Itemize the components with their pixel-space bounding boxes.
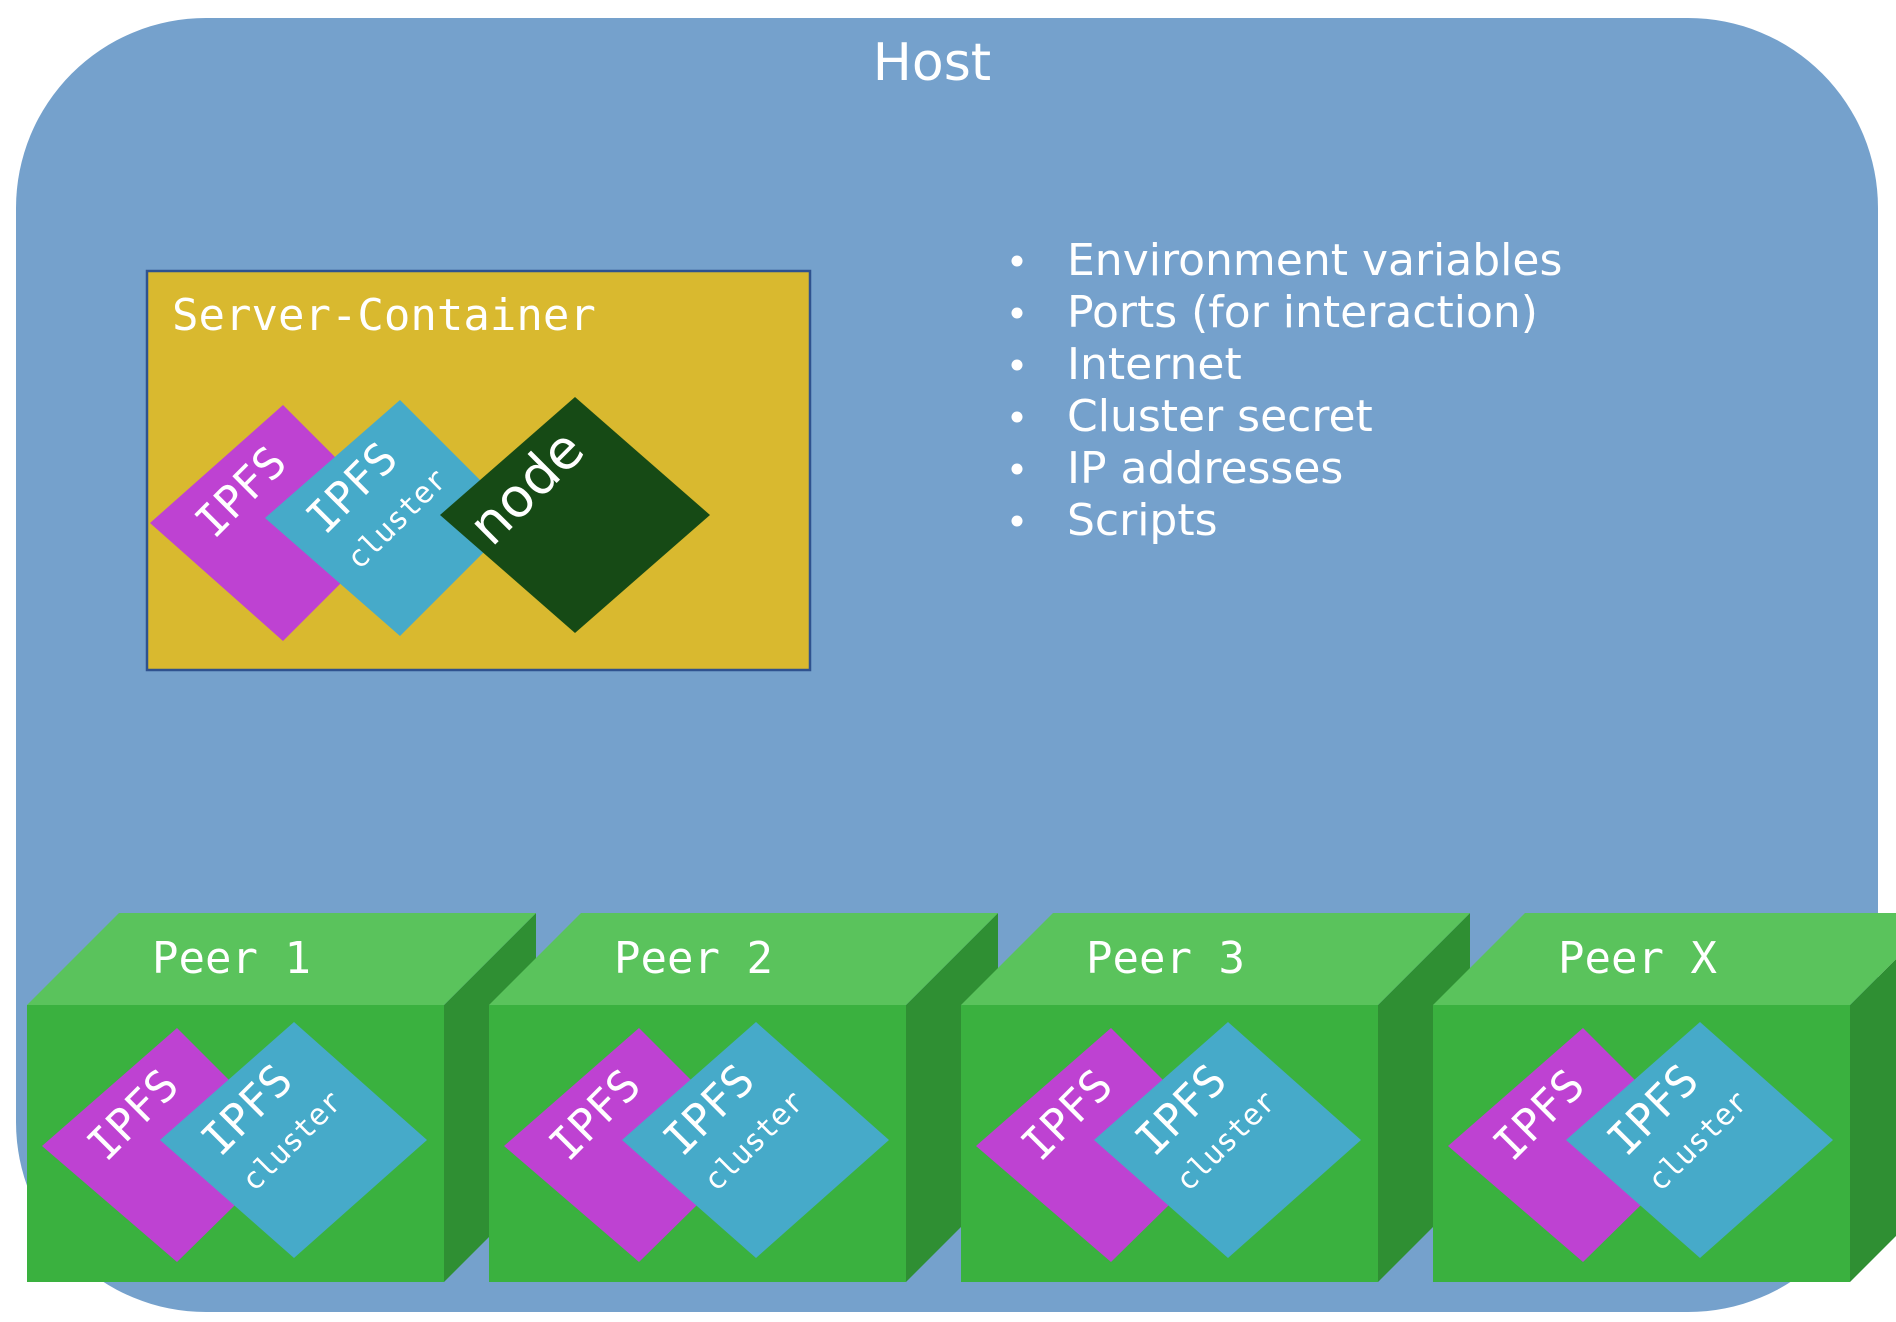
server-container: Server-Container IPFS IPFS cluster node (145, 269, 812, 672)
bullet-dot-icon (1011, 307, 1023, 319)
requirement-item: Scripts (1067, 495, 1218, 546)
bullet-dot-icon (1011, 359, 1023, 371)
requirement-item: Cluster secret (1067, 391, 1373, 442)
bullet-dot-icon (1011, 255, 1023, 267)
peer-cluster-diamond (1094, 1022, 1361, 1258)
peer-top-face (489, 913, 998, 1005)
peer-title: Peer 1 (152, 933, 311, 984)
requirement-item: IP addresses (1067, 443, 1343, 494)
peer-top-face (1433, 913, 1896, 1005)
peer-title: Peer 3 (1086, 933, 1245, 984)
peer-top-face (961, 913, 1470, 1005)
peer-title: Peer 2 (614, 933, 773, 984)
server-cluster-diamond (265, 400, 518, 636)
host-title: Host (873, 33, 991, 93)
server-node-diamond (440, 397, 710, 633)
peer-top-face (27, 913, 536, 1005)
requirement-item: Environment variables (1067, 235, 1562, 286)
requirement-item: Ports (for interaction) (1067, 287, 1538, 338)
bullet-dot-icon (1011, 411, 1023, 423)
peer-cluster-diamond (622, 1022, 889, 1258)
peer-side-face (1850, 959, 1896, 1282)
server-container-title: Server-Container (172, 290, 596, 341)
bullet-dot-icon (1011, 515, 1023, 527)
peer-title: Peer X (1558, 933, 1717, 984)
peer-cluster-diamond (160, 1022, 427, 1258)
requirement-item: Internet (1067, 339, 1242, 390)
peer-cluster-diamond (1566, 1022, 1833, 1258)
bullet-dot-icon (1011, 463, 1023, 475)
